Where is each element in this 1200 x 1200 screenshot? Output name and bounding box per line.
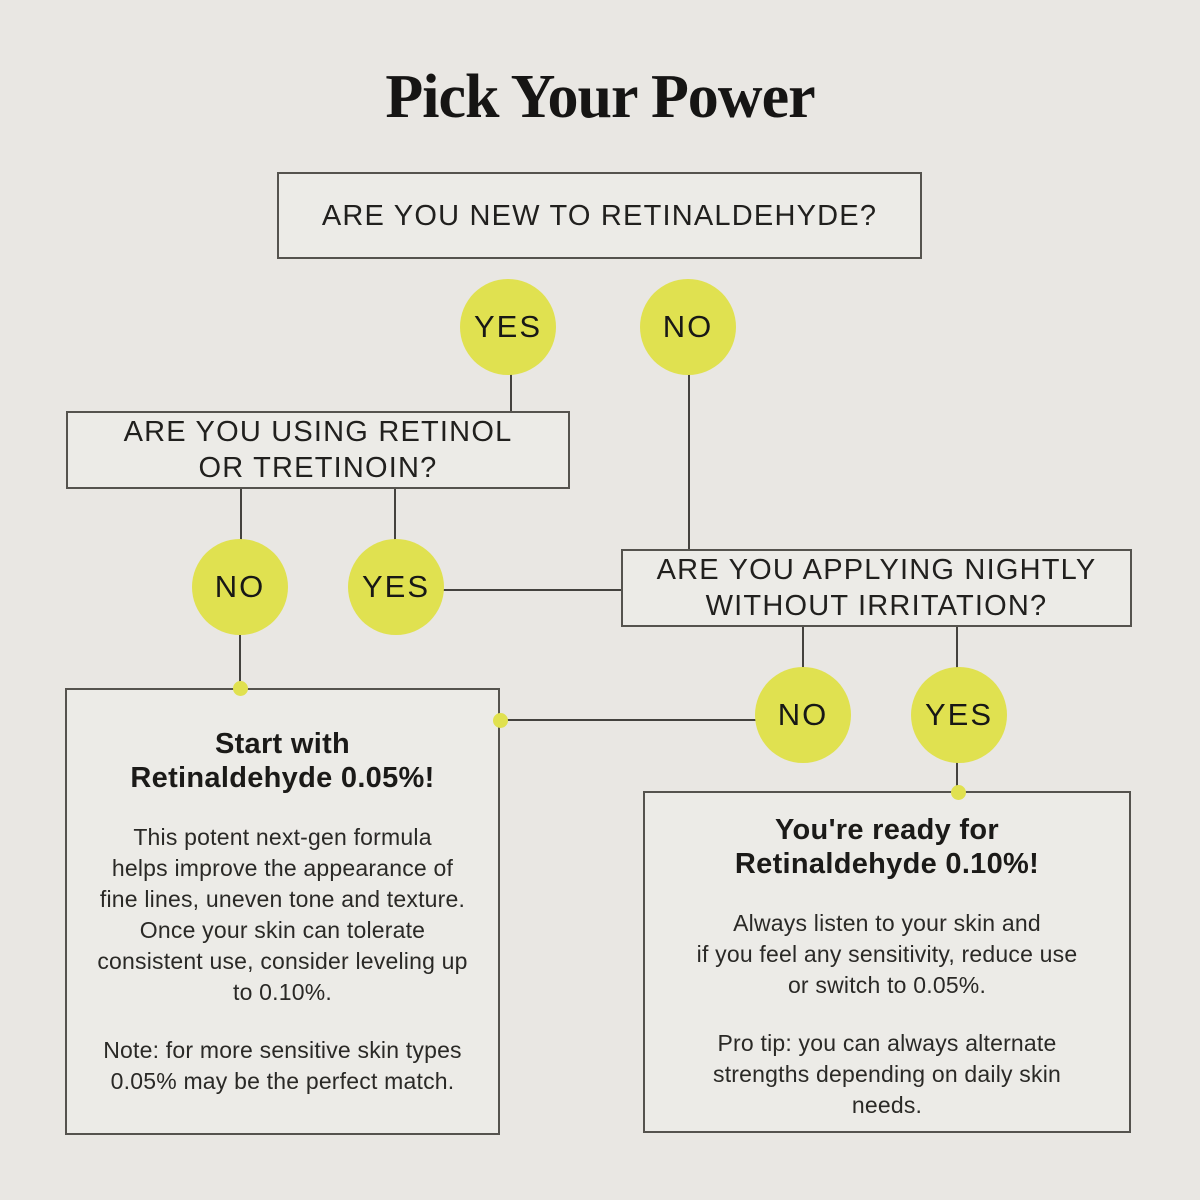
connector-q3-yes-top: [956, 626, 958, 669]
result-heading: You're ready for Retinaldehyde 0.10%!: [734, 814, 1040, 880]
connector-q2-yes-right: [443, 589, 622, 591]
answer-label: YES: [924, 697, 994, 732]
node-dot-result-high-top: [951, 785, 966, 800]
answer-circle-q2-no: NO: [192, 539, 288, 635]
result-body: This potent next-gen formula helps impro…: [97, 824, 468, 1005]
result-tip: Pro tip: you can always alternate streng…: [713, 1030, 1061, 1118]
question-label: ARE YOU NEW TO RETINALDEHYDE?: [321, 199, 878, 232]
answer-circle-q2-yes: YES: [348, 539, 444, 635]
question-label: ARE YOU APPLYING NIGHTLY WITHOUT IRRITAT…: [656, 554, 1097, 622]
connector-q2-yes-top: [394, 488, 396, 541]
answer-label: NO: [662, 309, 714, 344]
connector-q1-no-down: [688, 373, 690, 550]
result-box-retinaldehyde-010: You're ready for Retinaldehyde 0.10%! Al…: [643, 791, 1131, 1133]
answer-circle-q1-no: NO: [640, 279, 736, 375]
connector-q2-no-down: [239, 633, 241, 689]
connector-q1-yes-down: [510, 373, 512, 413]
answer-circle-q3-no: NO: [755, 667, 851, 763]
question-label: ARE YOU USING RETINOL OR TRETINOIN?: [123, 416, 513, 484]
answer-circle-q3-yes: YES: [911, 667, 1007, 763]
connector-q3-yes-down: [956, 761, 958, 793]
answer-label: NO: [214, 569, 266, 604]
question-box-retinol-or-tretinoin: ARE YOU USING RETINOL OR TRETINOIN?: [66, 411, 570, 489]
answer-label: NO: [777, 697, 829, 732]
answer-label: YES: [473, 309, 543, 344]
node-dot-result-low-right: [493, 713, 508, 728]
connector-q3-no-top: [802, 626, 804, 669]
result-note: Note: for more sensitive skin types 0.05…: [103, 1037, 462, 1094]
node-dot-result-low-top: [233, 681, 248, 696]
result-body: Always listen to your skin and if you fe…: [696, 910, 1078, 998]
page-title: Pick Your Power: [385, 63, 815, 131]
connector-q2-no-top: [240, 488, 242, 541]
result-heading: Start with Retinaldehyde 0.05%!: [130, 728, 435, 794]
connector-result-low-to-q3-no: [500, 719, 756, 721]
result-box-retinaldehyde-005: Start with Retinaldehyde 0.05%! This pot…: [65, 688, 500, 1135]
question-box-new-to-retinaldehyde: ARE YOU NEW TO RETINALDEHYDE?: [277, 172, 922, 259]
answer-label: YES: [361, 569, 431, 604]
answer-circle-q1-yes: YES: [460, 279, 556, 375]
question-box-nightly-without-irritation: ARE YOU APPLYING NIGHTLY WITHOUT IRRITAT…: [621, 549, 1132, 627]
